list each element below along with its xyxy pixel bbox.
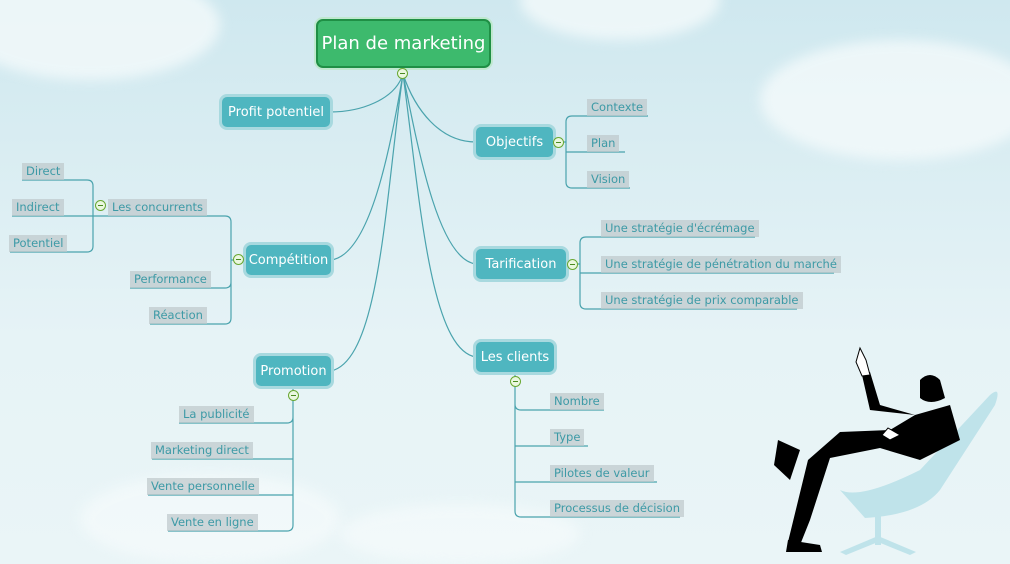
subtopic[interactable]: Contexte [587, 99, 648, 116]
subtopic[interactable]: Vente en ligne [167, 514, 258, 531]
topic-tarification[interactable]: Tarification [476, 249, 566, 279]
subtopic[interactable]: Vision [587, 171, 630, 188]
subtopic[interactable]: Une stratégie de prix comparable [601, 292, 803, 309]
subtopic[interactable]: Indirect [12, 199, 64, 216]
collapse-toggle-icon[interactable] [95, 200, 106, 211]
subtopic[interactable]: Une stratégie de pénétration du marché [601, 256, 841, 273]
collapse-toggle-icon[interactable] [233, 254, 244, 265]
topic-profit-potentiel[interactable]: Profit potentiel [222, 97, 330, 127]
topic-promotion[interactable]: Promotion [256, 356, 331, 386]
collapse-toggle-icon[interactable] [567, 259, 578, 270]
subtopic[interactable]: Direct [22, 163, 65, 180]
collapse-toggle-icon[interactable] [397, 68, 408, 79]
subtopic[interactable]: Plan [587, 135, 620, 152]
topic-competition[interactable]: Compétition [246, 245, 331, 275]
collapse-toggle-icon[interactable] [553, 137, 564, 148]
subtopic[interactable]: Réaction [149, 307, 207, 324]
subtopic[interactable]: Potentiel [9, 235, 68, 252]
subtopic[interactable]: Processus de décision [550, 500, 684, 517]
collapse-toggle-icon[interactable] [510, 376, 521, 387]
subtopic[interactable]: Une stratégie d'écrémage [601, 220, 759, 237]
subtopic[interactable]: Vente personnelle [147, 478, 259, 495]
subtopic[interactable]: Nombre [550, 393, 604, 410]
businessman-illustration [774, 346, 998, 555]
root-topic[interactable]: Plan de marketing [316, 19, 491, 68]
collapse-toggle-icon[interactable] [288, 390, 299, 401]
cloud [340, 504, 580, 564]
topic-objectifs[interactable]: Objectifs [476, 127, 553, 157]
subtopic[interactable]: Pilotes de valeur [550, 465, 654, 482]
subtopic[interactable]: Performance [130, 271, 211, 288]
cloud [760, 40, 1010, 160]
subtopic[interactable]: La publicité [179, 406, 254, 423]
topic-les-clients[interactable]: Les clients [476, 342, 554, 372]
subtopic[interactable]: Marketing direct [151, 442, 253, 459]
subtopic[interactable]: Type [550, 429, 585, 446]
subtopic[interactable]: Les concurrents [108, 199, 208, 216]
